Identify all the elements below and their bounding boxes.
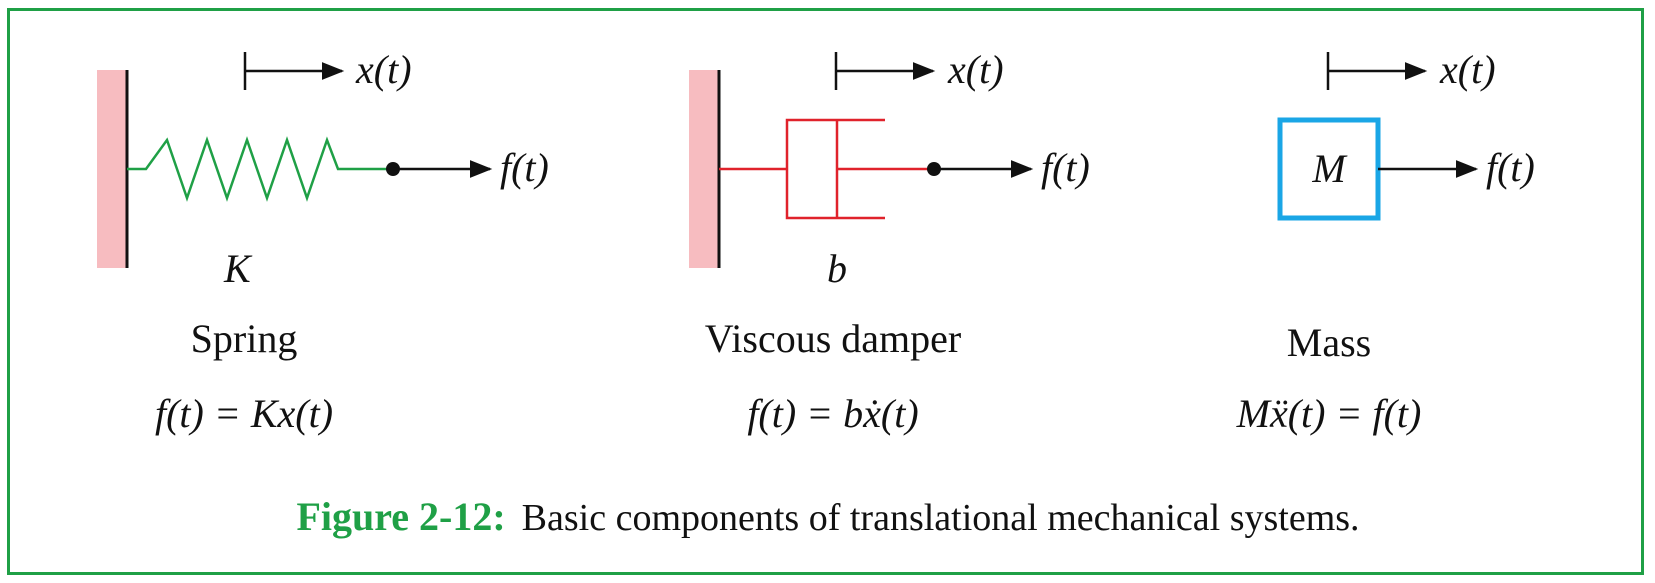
damper-equation: f(t) = bẋ(t) xyxy=(747,391,918,436)
mass-name: Mass xyxy=(1287,320,1371,365)
mass-displacement-label: x(t) xyxy=(1439,47,1496,92)
figure-frame xyxy=(7,8,1644,575)
spring-force-label: f(t) xyxy=(500,145,549,190)
caption-number: Figure 2-12: xyxy=(296,494,505,539)
spring-name: Spring xyxy=(191,316,298,361)
mass-equation: Mẍ(t) = f(t) xyxy=(1236,391,1422,436)
damper-displacement-label: x(t) xyxy=(947,47,1004,92)
spring-param-label: K xyxy=(223,246,253,291)
caption-text: Basic components of translational mechan… xyxy=(522,497,1360,539)
damper-component: x(t) f(t) b Viscous damper f(t) = bẋ(t) xyxy=(689,47,1090,436)
spring-displacement-label: x(t) xyxy=(355,47,412,92)
damper-param-label: b xyxy=(827,246,847,291)
damper-wall xyxy=(689,70,719,268)
spring-coil xyxy=(127,136,393,202)
spring-component: x(t) f(t) K Spring f(t) = Kx(t) xyxy=(97,47,549,436)
damper-force-label: f(t) xyxy=(1041,145,1090,190)
spring-equation: f(t) = Kx(t) xyxy=(155,391,333,436)
mass-component: x(t) M f(t) Mass Mẍ(t) = f(t) xyxy=(1236,47,1535,436)
damper-name: Viscous damper xyxy=(705,316,961,361)
spring-wall xyxy=(97,70,127,268)
figure-caption: Figure 2-12: Basic components of transla… xyxy=(296,494,1359,539)
mass-block-label: M xyxy=(1311,146,1348,191)
mass-displacement-arrow: x(t) xyxy=(1326,47,1496,92)
spring-displacement-arrow: x(t) xyxy=(243,47,412,92)
mass-force-label: f(t) xyxy=(1486,145,1535,190)
damper-displacement-arrow: x(t) xyxy=(834,47,1004,92)
damper-dashpot xyxy=(719,118,934,220)
